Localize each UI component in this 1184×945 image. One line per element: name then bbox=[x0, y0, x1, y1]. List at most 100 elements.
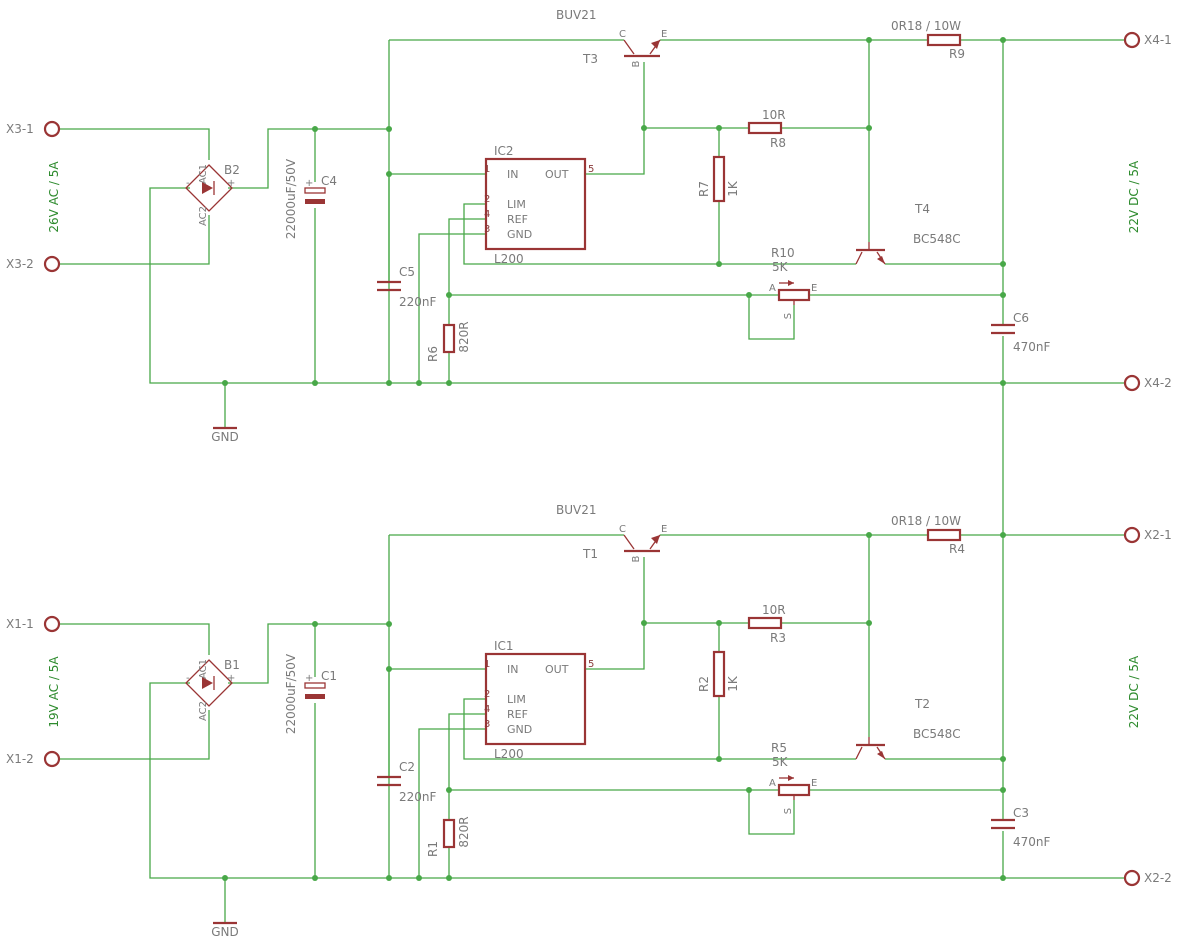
reg-pinnum-4: 4 bbox=[484, 209, 490, 220]
wire-ground-rail bbox=[149, 682, 1125, 879]
regulator-type: L200 bbox=[494, 747, 524, 761]
pass-transistor-name: T3 bbox=[582, 52, 598, 66]
pull-resistor-value: 1K bbox=[726, 675, 740, 692]
pass-pin-b: B bbox=[631, 60, 642, 67]
bridge-label: B1 bbox=[224, 658, 240, 672]
junction-dot bbox=[866, 125, 872, 131]
ref-resistor-name: R1 bbox=[426, 841, 440, 857]
junction-dot bbox=[312, 875, 318, 881]
pass-transistor-arrow bbox=[651, 40, 660, 49]
bridge-pin-minus: - bbox=[186, 178, 190, 189]
base-resistor-value: 10R bbox=[762, 603, 786, 617]
wire-plus-rail bbox=[228, 623, 389, 684]
reg-pinnum-5: 5 bbox=[588, 164, 594, 175]
reg-pin-lim: LIM bbox=[507, 693, 526, 706]
limit-transistor-base-lead bbox=[855, 746, 863, 760]
bridge-diode-symbol bbox=[202, 182, 213, 194]
junction-dot bbox=[641, 125, 647, 131]
reg-pin-in: IN bbox=[507, 168, 518, 181]
ref-resistor bbox=[442, 818, 456, 849]
sense-resistor-name: R9 bbox=[949, 47, 965, 61]
filter-cap-name: C4 bbox=[321, 174, 337, 188]
filter-capacitor-plus-plate bbox=[304, 682, 326, 689]
output-cap-value: 470nF bbox=[1013, 835, 1051, 849]
sense-resistor-value: 0R18 / 10W bbox=[891, 514, 961, 528]
wire-ref bbox=[448, 218, 486, 325]
wire-reg-out bbox=[585, 62, 645, 175]
junction-dot bbox=[866, 37, 872, 43]
trim-value: 5K bbox=[772, 260, 789, 274]
terminal-out-2 bbox=[1123, 869, 1141, 887]
terminal-out-1 bbox=[1123, 526, 1141, 544]
base-resistor-value: 10R bbox=[762, 108, 786, 122]
junction-dot bbox=[716, 261, 722, 267]
junction-dot bbox=[386, 380, 392, 386]
pull-resistor-name: R2 bbox=[697, 676, 711, 692]
junction-dot bbox=[386, 621, 392, 627]
filter-capacitor-minus-plate bbox=[305, 199, 325, 204]
pass-pin-e: E bbox=[661, 524, 667, 535]
junction-dot bbox=[746, 787, 752, 793]
terminal-in-2 bbox=[43, 750, 61, 768]
sense-resistor bbox=[926, 33, 962, 47]
trim-arrow-head bbox=[788, 280, 794, 286]
junction-dot bbox=[446, 380, 452, 386]
regulator-type: L200 bbox=[494, 252, 524, 266]
output-rating-label: 22V DC / 5A bbox=[1127, 655, 1141, 728]
ref-resistor-value: 820R bbox=[457, 816, 471, 847]
reg-pin-gnd: GND bbox=[507, 228, 532, 241]
bridge-rectifier bbox=[185, 659, 233, 707]
plus-sign: + bbox=[305, 178, 313, 189]
junction-dot bbox=[1000, 787, 1006, 793]
terminal-out-1 bbox=[1123, 31, 1141, 49]
junction-dot bbox=[446, 787, 452, 793]
wire-ac2 bbox=[60, 215, 210, 265]
reg-pinnum-5: 5 bbox=[588, 659, 594, 670]
limit-transistor-type: BC548C bbox=[913, 727, 961, 741]
wire-ref bbox=[448, 713, 486, 820]
limit-transistor-base-lead bbox=[855, 251, 863, 265]
junction-dot bbox=[386, 126, 392, 132]
trim-pin-a: A bbox=[769, 778, 776, 789]
reg-pin-gnd: GND bbox=[507, 723, 532, 736]
bridge-pin-plus: + bbox=[227, 673, 235, 684]
ground-label: GND bbox=[211, 925, 239, 939]
bridge-diode-symbol bbox=[202, 677, 213, 689]
junction-dot bbox=[446, 292, 452, 298]
terminal-out-2-label: X2-2 bbox=[1144, 871, 1172, 885]
output-cap-name: C6 bbox=[1013, 311, 1029, 325]
ref-resistor-name: R6 bbox=[426, 346, 440, 362]
bridge-pin-ac2: AC2 bbox=[198, 701, 209, 721]
pass-transistor-name: T1 bbox=[582, 547, 598, 561]
reg-pin-lim: LIM bbox=[507, 198, 526, 211]
junction-dot bbox=[416, 875, 422, 881]
filter-cap-value: 22000uF/50V bbox=[284, 158, 298, 239]
input-cap-name: C2 bbox=[399, 760, 415, 774]
limit-transistor-type: BC548C bbox=[913, 232, 961, 246]
reg-pin-out: OUT bbox=[545, 663, 569, 676]
regulator-body bbox=[484, 652, 587, 746]
output-cap-name: C3 bbox=[1013, 806, 1029, 820]
junction-dot bbox=[746, 292, 752, 298]
wire-trim-s bbox=[748, 790, 795, 835]
reg-pin-in: IN bbox=[507, 663, 518, 676]
regulator-name: IC1 bbox=[494, 639, 514, 653]
trim-potentiometer bbox=[777, 288, 811, 302]
output-rating-label: 22V DC / 5A bbox=[1127, 160, 1141, 233]
reg-pinnum-3: 3 bbox=[484, 719, 490, 730]
reg-pinnum-2: 2 bbox=[484, 689, 490, 700]
junction-dot bbox=[1000, 292, 1006, 298]
pass-transistor-collector bbox=[623, 534, 635, 550]
bridge-pin-minus: - bbox=[186, 673, 190, 684]
terminal-in-1-label: X1-1 bbox=[6, 617, 34, 631]
pull-resistor bbox=[712, 155, 726, 203]
junction-dot bbox=[716, 125, 722, 131]
junction-dot bbox=[312, 126, 318, 132]
filter-cap-name: C1 bbox=[321, 669, 337, 683]
base-resistor bbox=[747, 121, 783, 135]
reg-pinnum-3: 3 bbox=[484, 224, 490, 235]
wire-ac1 bbox=[60, 623, 210, 655]
junction-dot bbox=[866, 620, 872, 626]
reg-pin-out: OUT bbox=[545, 168, 569, 181]
